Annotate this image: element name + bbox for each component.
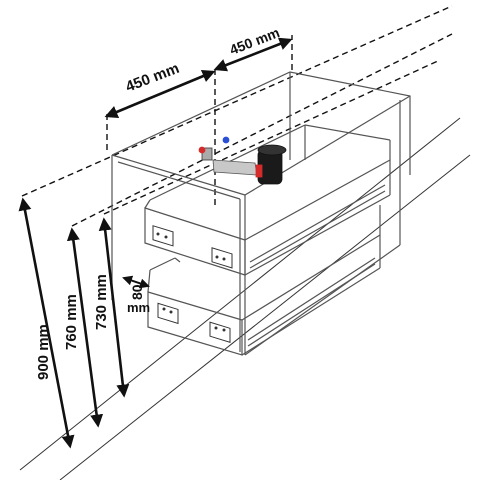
height-arrow-760	[66, 227, 104, 428]
width-arrow-left	[104, 69, 216, 119]
upper-drawer-bracket-right	[211, 247, 233, 269]
height-label-730: 730 mm	[93, 274, 110, 330]
width-label-left: 450 mm	[123, 60, 181, 96]
cold-water-valve	[222, 136, 230, 144]
height-arrow-900	[18, 197, 75, 449]
width-arrow-right	[213, 37, 293, 72]
hot-water-valve	[198, 146, 206, 154]
siphon-assembly	[198, 136, 287, 185]
height-label-760: 760 mm	[63, 294, 80, 350]
side-gap-value: 80	[129, 284, 145, 300]
height-dimensions: 900 mm 760 mm 730 mm	[18, 197, 130, 449]
lower-drawer-bracket-left	[157, 302, 179, 325]
side-gap-arrow	[122, 275, 150, 289]
height-label-900: 900 mm	[35, 324, 52, 380]
drain-pipe	[212, 159, 258, 176]
siphon-red-ring	[255, 164, 263, 178]
height-arrow-730	[98, 217, 130, 398]
lower-drawer-bracket-right	[209, 321, 231, 343]
width-dimensions: 450 mm 450 mm	[104, 24, 293, 119]
drain-stub	[201, 147, 213, 161]
lower-drawer	[147, 205, 381, 356]
cabinet-carcass	[111, 71, 411, 356]
upper-drawer-bracket-left	[152, 225, 174, 247]
side-gap-unit: mm	[127, 300, 150, 315]
siphon-cap	[257, 144, 287, 156]
side-gap-dimension: 80 mm	[122, 275, 150, 315]
